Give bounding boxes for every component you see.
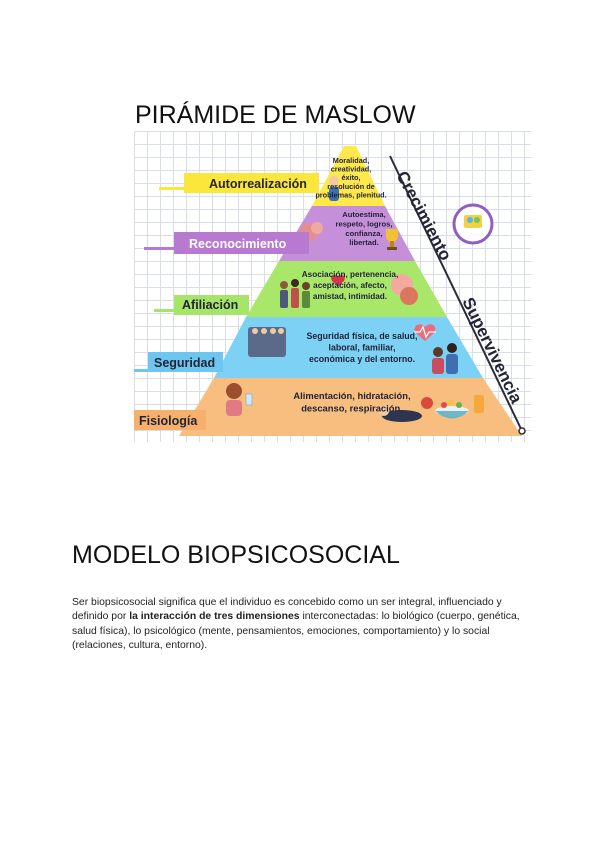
level-description-line: descanso, respiración. [301,403,403,414]
side-arrow-line [389,155,523,432]
label-autorrealizacion: Autorrealización [159,173,319,193]
fisiologia-person-drinking-illustration [226,383,253,416]
side-arrow-end [518,427,526,435]
level-description-line: Autoestima, [342,210,385,219]
afiliacion-heart-icon [331,275,345,286]
seguridad-family-illustration [432,343,458,374]
autorrealizacion-person-illustration [329,176,339,201]
maslow-pyramid-figure: Crecimiento Supervivencia [134,131,531,442]
paragraph-part1: Ser biopsicosocial significa que el indi… [72,597,502,623]
paragraph-part2: interconectadas: lo biológico (cuerpo, g… [72,611,520,651]
seguridad-crowd-illustration [248,327,286,357]
svg-text:Seguridad: Seguridad [154,356,215,370]
paragraph-bold: la interacción de tres dimensiones [129,611,300,623]
level-description-line: Moralidad, [333,156,370,165]
label-fisiologia: Fisiología [134,410,206,430]
svg-text:Afiliación: Afiliación [182,298,238,312]
level-description-line: libertad. [349,238,379,247]
afiliacion-couple-illustration [391,274,418,305]
svg-text:Autorrealización: Autorrealización [209,177,307,191]
level-autorrealizacion-description: Moralidad,creatividad,éxito,resolución d… [315,156,386,199]
level-description-line: económica y del entorno. [309,354,415,364]
pyramid-title: PIRÁMIDE DE MASLOW [135,101,416,129]
level-afiliacion-description: Asociación, pertenencia, aceptación, afec… [302,270,398,301]
level-description-line: Asociación, pertenencia, [302,270,398,279]
level-fisiologia-band [179,378,522,436]
level-description-line: laboral, familiar, [329,343,396,353]
level-reconocimiento-band [279,206,415,261]
afiliacion-people-illustration [280,279,310,308]
fisiologia-food-bowl-illustration [421,397,469,419]
level-description-line: resolución de [327,182,374,191]
level-fisiologia-description: Alimentación, hidratación, descanso, resp… [293,390,410,414]
level-reconocimiento-description: Autoestima,respeto, logros,confianza,lib… [336,210,393,247]
level-description-line: creatividad, [331,165,372,174]
level-description-line: éxito, [341,173,360,182]
fisiologia-juice-glass-illustration [474,395,484,413]
svg-text:Fisiología: Fisiología [139,414,198,428]
level-seguridad-description: Seguridad física, de salud, laboral, fami… [307,331,418,364]
level-description-line: Seguridad física, de salud, [307,331,418,341]
label-afiliacion: Afiliación [154,295,249,315]
reconocimiento-trophy-illustration [386,229,398,250]
level-description-line: problemas, plenitud. [315,190,386,199]
model-title: MODELO BIOPSICOSOCIAL [72,541,400,569]
fisiologia-sleeping-person-illustration [379,406,422,422]
level-description-line: amistad, intimidad. [313,292,387,301]
level-description-line: aceptación, afecto, [313,281,387,290]
level-description-line: respeto, logros, [336,219,393,228]
seguridad-health-heart-icon [414,324,436,341]
pyramid-svg: Crecimiento Supervivencia [134,146,526,436]
label-seguridad: Seguridad [134,352,223,372]
level-description-line: confianza, [345,229,382,238]
biopsicosocial-paragraph: Ser biopsicosocial significa que el indi… [72,596,530,653]
level-description-line: Alimentación, hidratación, [293,390,410,401]
label-reconocimiento: Reconocimiento [144,232,309,254]
svg-text:Reconocimiento: Reconocimiento [189,237,287,251]
